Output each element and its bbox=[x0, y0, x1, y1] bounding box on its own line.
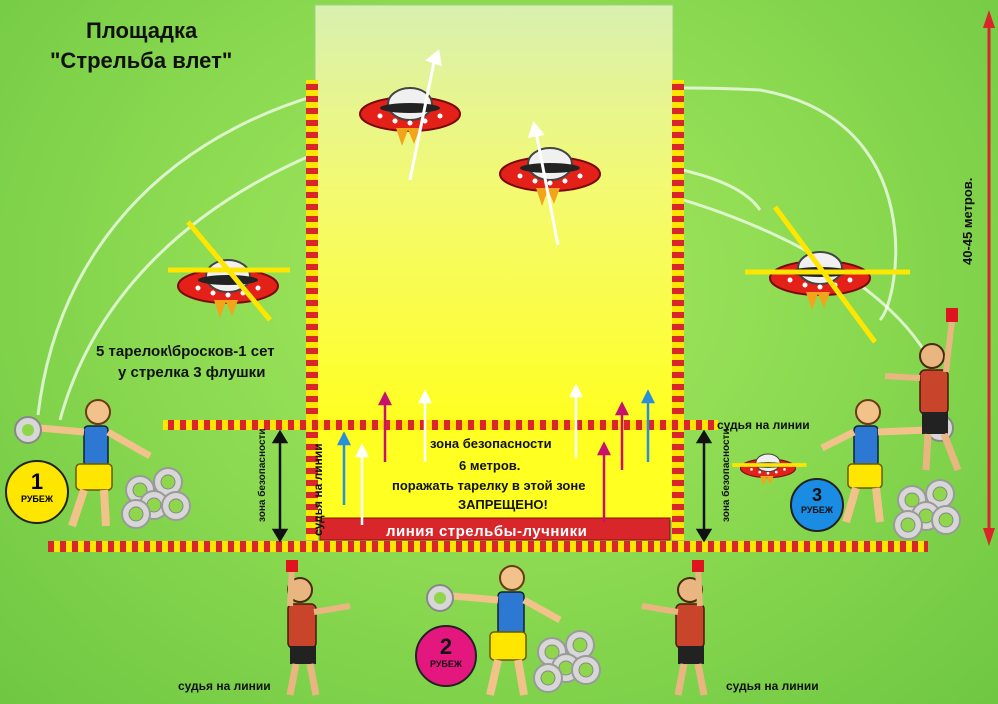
safety-zone-side-label-left: зона безопасности bbox=[257, 428, 268, 522]
station-1-number: 1 bbox=[30, 469, 44, 494]
judge-label-vertical: судья на линии bbox=[311, 443, 325, 536]
flushes-station-2 bbox=[533, 630, 601, 693]
safety-zone-text-3: поражать тарелку в этой зоне bbox=[392, 478, 586, 493]
station-3-number: 3 bbox=[811, 485, 822, 505]
judge-label-bottom-left: судья на линии bbox=[178, 679, 271, 693]
shooter-1 bbox=[14, 399, 152, 528]
shooting-line-bar bbox=[319, 517, 671, 541]
judge-label-right: судья на линии bbox=[717, 418, 810, 432]
safety-zone-text-4: ЗАПРЕЩЕНО! bbox=[458, 497, 548, 512]
station-1-badge: 1 РУБЕЖ bbox=[5, 460, 69, 524]
distance-label: 40-45 метров. bbox=[960, 177, 975, 265]
safety-zone-area bbox=[315, 425, 673, 520]
shooter-2 bbox=[426, 565, 562, 696]
shooting-line-label: линия стрельбы-лучники bbox=[386, 523, 588, 540]
judge-label-bottom-right: судья на линии bbox=[726, 679, 819, 693]
judge-bottom-right bbox=[641, 560, 708, 696]
judge-right-top bbox=[884, 308, 962, 472]
station-2-badge: 2 РУБЕЖ bbox=[415, 625, 477, 687]
safety-line-tape bbox=[163, 420, 718, 430]
title-line-1: Площадка bbox=[86, 18, 198, 43]
saucer-crossed-right bbox=[745, 205, 910, 344]
info-line-2: у стрелка 3 флушки bbox=[118, 364, 266, 381]
distance-arrow bbox=[983, 10, 995, 546]
station-3-badge: 3 РУБЕЖ bbox=[790, 478, 844, 532]
safety-zone-side-label-right: зона безопасности bbox=[721, 428, 732, 522]
right-tape bbox=[672, 80, 684, 540]
arrows-hitting bbox=[408, 49, 560, 246]
judge-bottom-left bbox=[286, 560, 351, 696]
station-2-label: РУБЕЖ bbox=[429, 659, 463, 669]
flushes-station-1 bbox=[121, 467, 191, 529]
safety-zone-dimension-arrows bbox=[271, 429, 713, 543]
info-line-1: 5 тарелок\бросков-1 сет bbox=[96, 343, 275, 360]
safety-zone-text-1: зона безопасности bbox=[430, 436, 552, 451]
flight-zone bbox=[314, 4, 674, 426]
station-1-label: РУБЕЖ bbox=[20, 494, 54, 504]
ground-line-tape bbox=[48, 541, 928, 552]
station-3-label: РУБЕЖ bbox=[800, 505, 834, 515]
title-line-2: "Стрельба влет" bbox=[50, 48, 233, 73]
station-2-number: 2 bbox=[439, 634, 453, 659]
saucer-crossed-left bbox=[168, 220, 290, 322]
flushes-station-3 bbox=[893, 479, 961, 540]
safety-zone-text-2: 6 метров. bbox=[459, 458, 521, 473]
saucer-crossed-small bbox=[732, 453, 807, 487]
arrows-in-zone bbox=[336, 383, 656, 525]
